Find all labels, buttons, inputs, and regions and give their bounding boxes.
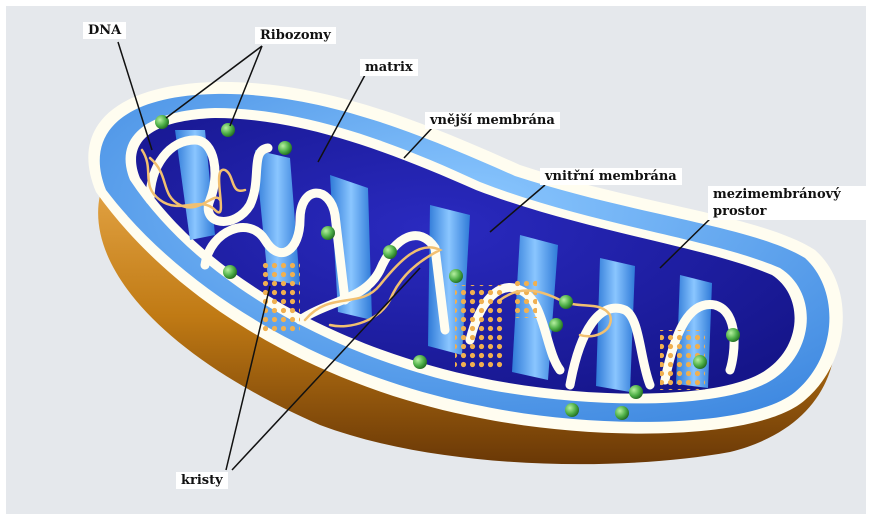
ribosomes-label: Ribozomy xyxy=(255,27,336,44)
dna-label: DNA xyxy=(83,22,126,39)
cristae-label: kristy xyxy=(176,472,228,489)
matrix-label: matrix xyxy=(360,59,418,76)
intermembrane-space-label: mezimembránový prostor xyxy=(708,186,868,220)
inner-membrane-label: vnitřní membrána xyxy=(540,168,682,185)
outer-membrane-label: vnější membrána xyxy=(425,112,560,129)
